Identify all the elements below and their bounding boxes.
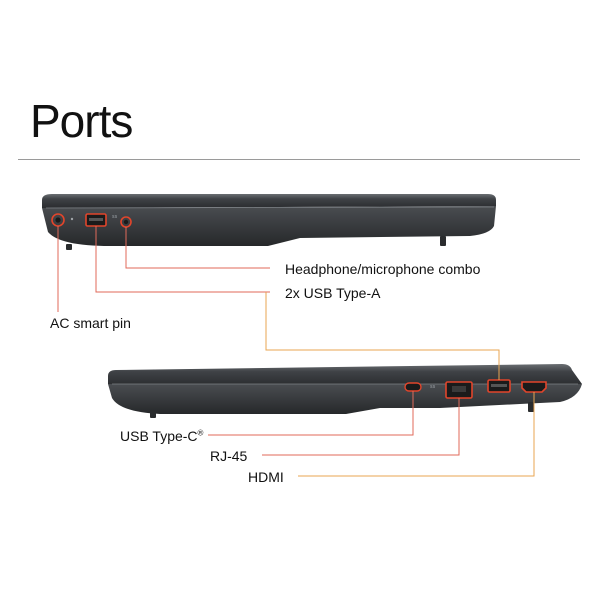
laptop-left-side-view: ss: [42, 194, 496, 250]
usb-a-port-left: [85, 213, 107, 227]
status-led-icon: [70, 217, 74, 221]
leader-usb-c: [208, 391, 414, 436]
rubber-foot: [150, 410, 156, 418]
label-headphone: Headphone/microphone combo: [285, 261, 481, 277]
usb-a-port-right: [487, 379, 511, 393]
rj45-port: [445, 381, 473, 399]
hdmi-port: [521, 381, 547, 393]
registered-mark: ®: [197, 428, 204, 438]
leader-usb-a-right: [265, 292, 500, 380]
leader-usb-a-left: [95, 226, 270, 293]
label-usb-type-c-text: USB Type-C: [120, 428, 198, 444]
leader-hdmi: [298, 392, 535, 477]
label-usb-type-a: 2x USB Type-A: [285, 285, 381, 301]
svg-text:ss: ss: [430, 384, 436, 390]
label-ac-smart-pin: AC smart pin: [50, 315, 131, 331]
leader-rj45: [262, 398, 460, 456]
page-title: Ports: [30, 95, 133, 147]
label-rj45: RJ-45: [210, 448, 248, 464]
rubber-foot: [440, 236, 446, 246]
title-divider: [18, 159, 580, 160]
leader-headphone: [125, 227, 270, 269]
rubber-foot: [66, 244, 72, 250]
usb-c-port: [404, 382, 422, 392]
svg-text:ss: ss: [112, 214, 118, 220]
rubber-foot: [528, 402, 534, 412]
label-hdmi: HDMI: [248, 469, 284, 485]
label-usb-type-c: USB Type-C®: [120, 429, 203, 443]
laptop-right-side-view: ss: [108, 364, 582, 418]
